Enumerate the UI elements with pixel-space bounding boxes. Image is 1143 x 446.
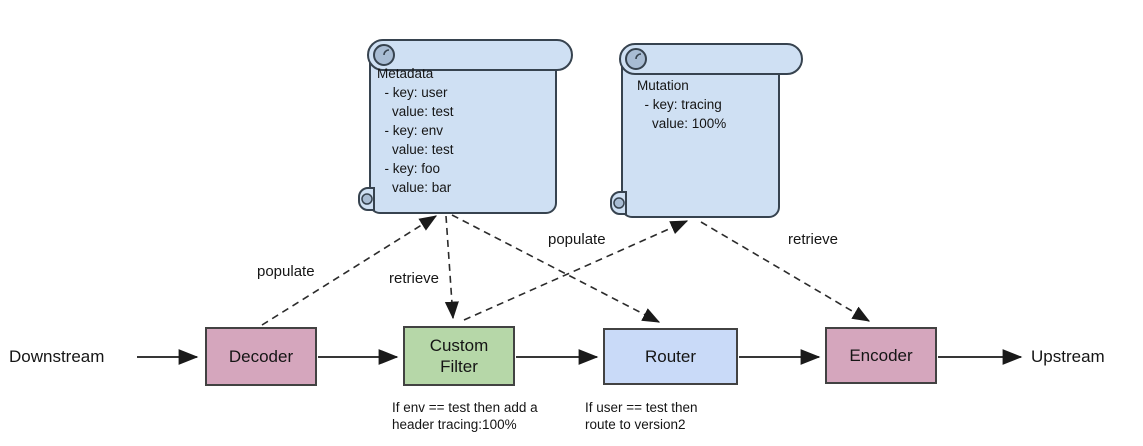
router-node-label: Router [644, 347, 697, 366]
decoder-node-label: Decoder [228, 347, 294, 366]
router-note: If user == test then route to version2 [585, 400, 698, 432]
downstream-label: Downstream [9, 347, 105, 366]
edge-label-populate-decoder: populate [257, 263, 315, 280]
custom-filter-note: If env == test then add a header tracing… [392, 400, 538, 432]
edge-label-populate-custom-filter: populate [548, 231, 606, 248]
mutation-scroll-text: Mutation - key: tracing value: 100% [637, 78, 727, 131]
dashed-arrow-decoder-populate-metadata [261, 215, 438, 326]
decoder-node: Decoder [205, 327, 317, 386]
edge-label-retrieve-encoder: retrieve [788, 231, 839, 248]
dashed-arrow-metadata-to-router [451, 214, 661, 323]
dashed-arrow-metadata-retrieve-custom-filter [444, 215, 459, 320]
upstream-label: Upstream [1031, 347, 1105, 366]
metadata-scroll-shape [358, 39, 573, 214]
metadata-scroll-text: Metadata - key: user value: test - key: … [377, 66, 454, 195]
encoder-node: Encoder [825, 327, 937, 384]
encoder-node-label: Encoder [849, 346, 913, 365]
mutation-scroll-shape [610, 43, 803, 218]
edge-label-retrieve-custom-filter: retrieve [389, 270, 440, 287]
custom-filter-node-label: Custom Filter [429, 336, 489, 376]
dashed-arrow-custom-filter-populate-mutation [463, 220, 689, 321]
router-node: Router [603, 328, 738, 385]
custom-filter-node: Custom Filter [403, 326, 515, 386]
dashed-arrow-mutation-retrieve-encoder [700, 221, 871, 322]
